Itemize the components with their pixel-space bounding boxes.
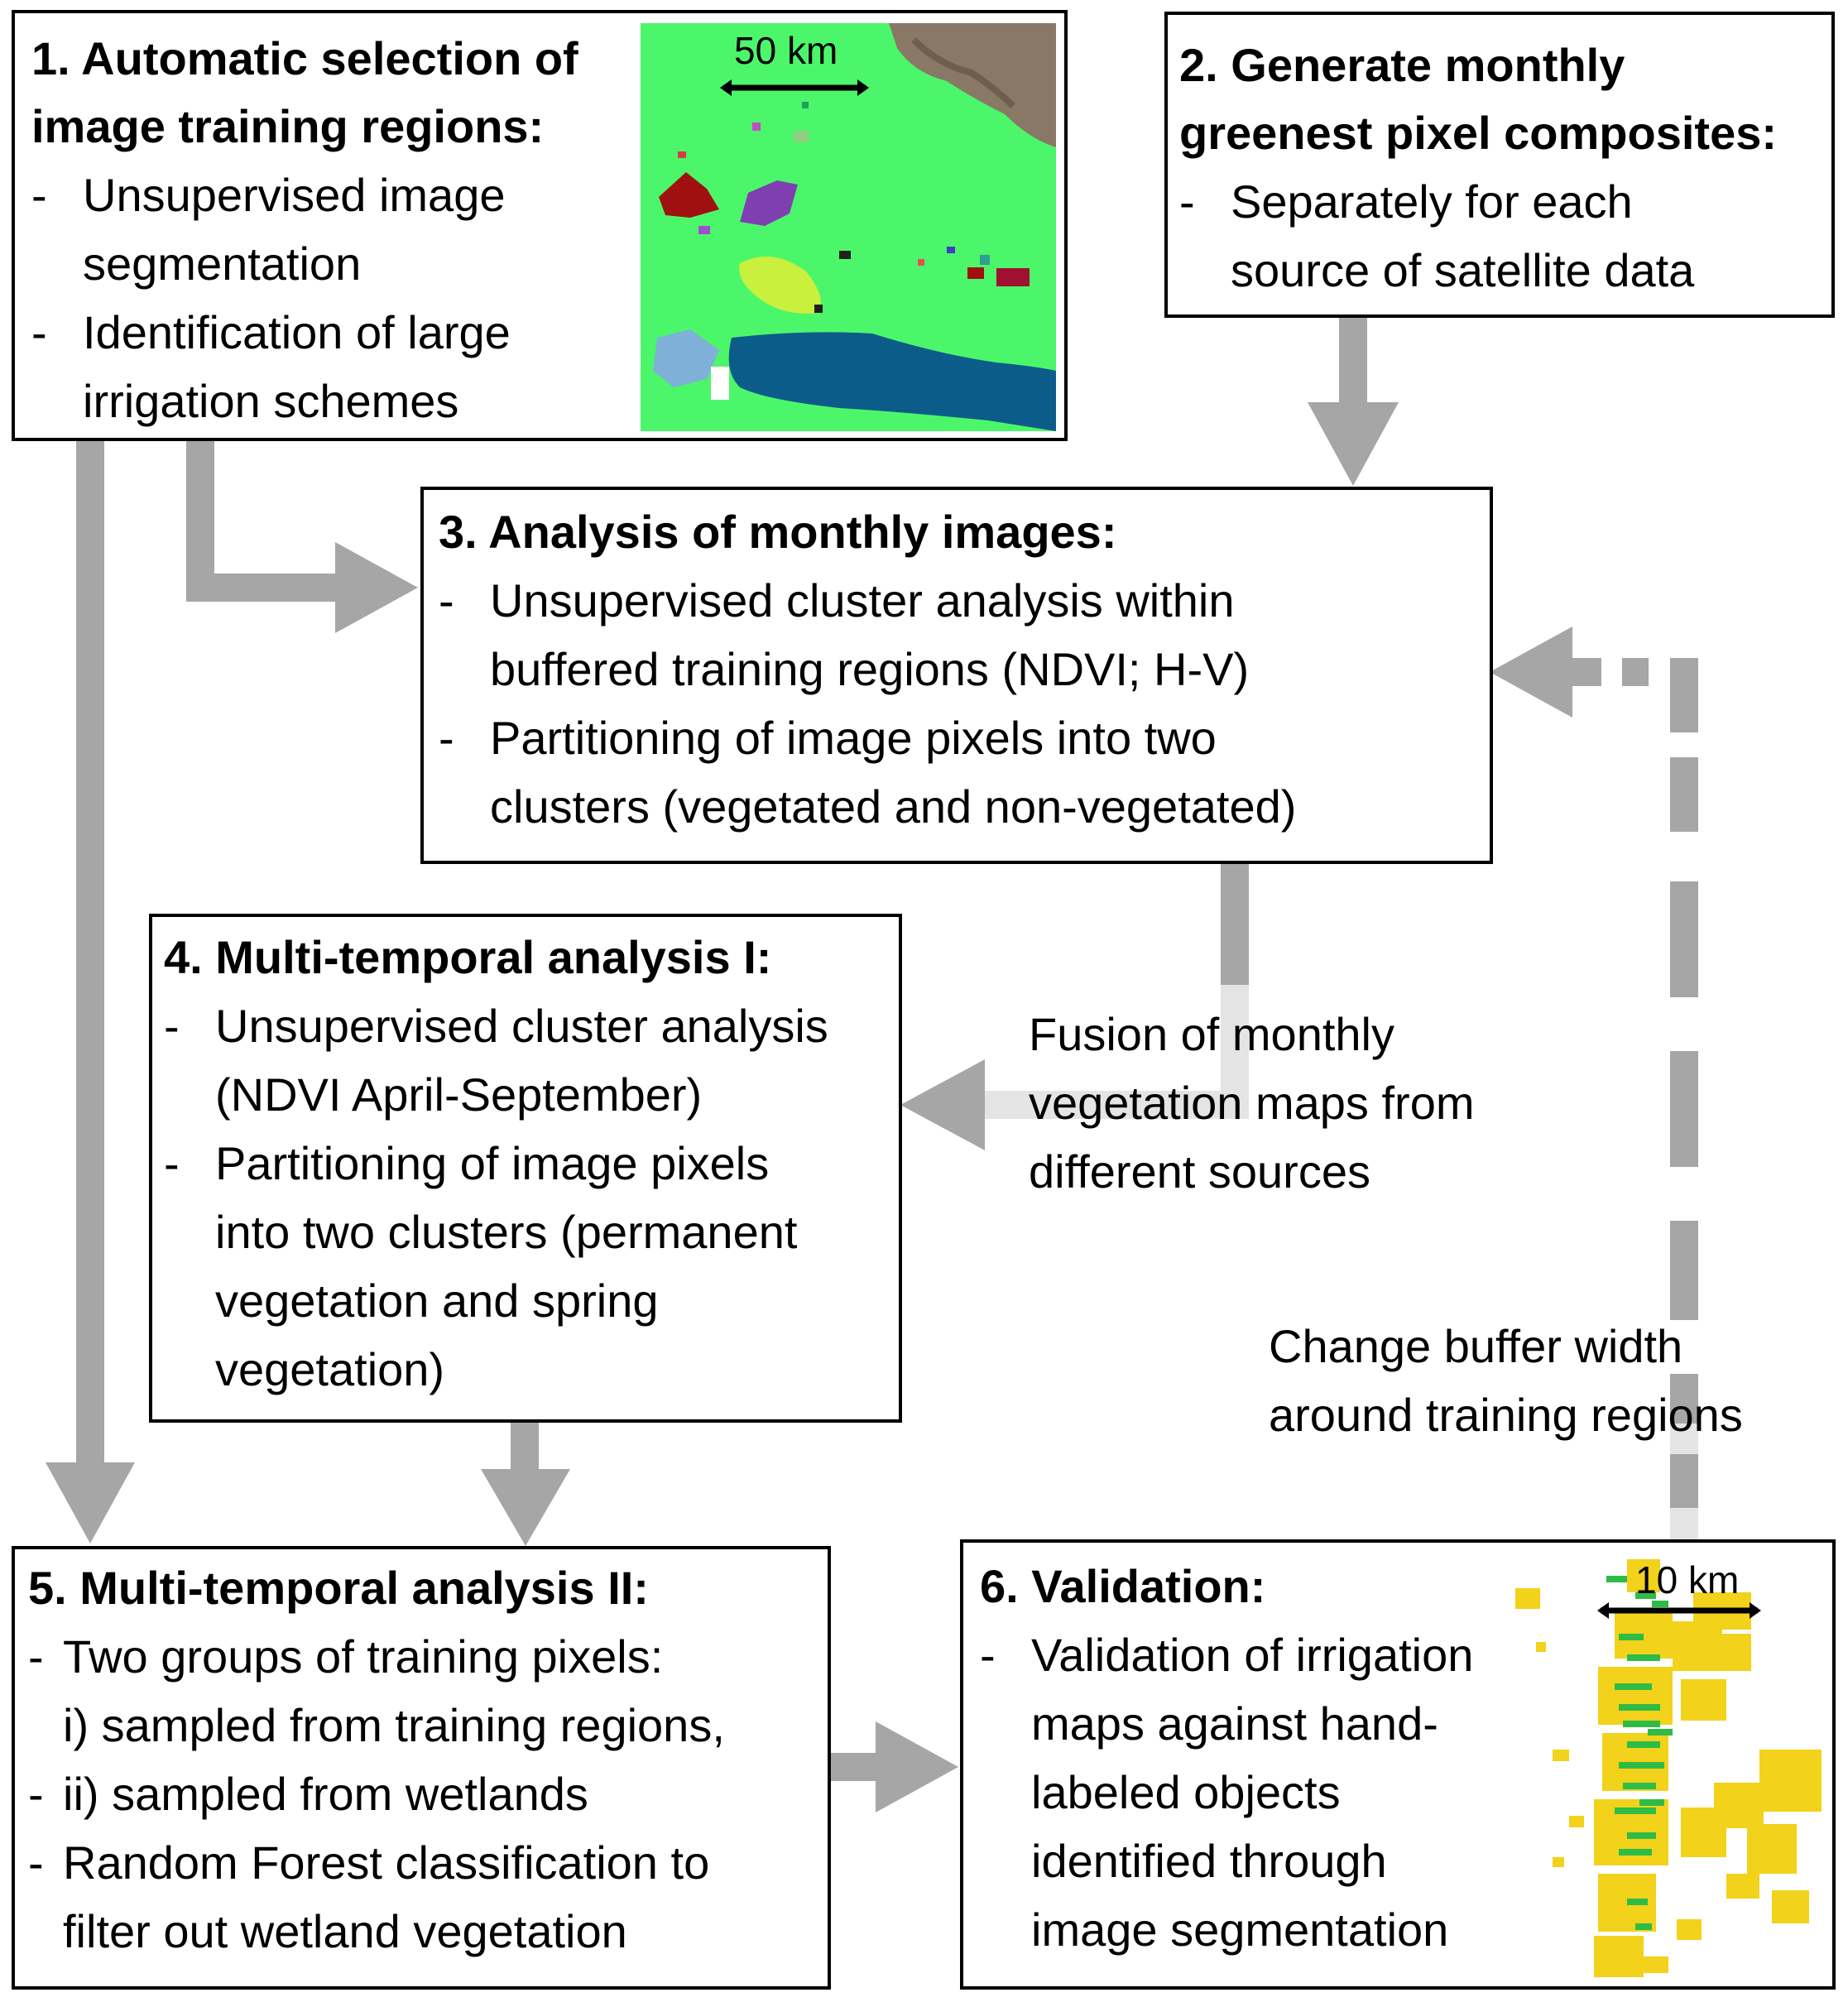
box-multitemporal-2: 5. Multi-temporal analysis II: - Two gro… bbox=[12, 1546, 831, 1990]
box-automatic-selection: 1. Automatic selection of image training… bbox=[12, 10, 1068, 441]
bullet-dash: - bbox=[439, 574, 454, 627]
box4-item-1: - Unsupervised cluster analysis (NDVI Ap… bbox=[164, 991, 828, 1129]
box6-title-line1: 6. Validation: bbox=[980, 1560, 1266, 1612]
fusion-label-line3: different sources bbox=[1029, 1145, 1370, 1198]
box2-title-line2: greenest pixel composites: bbox=[1179, 107, 1778, 159]
box4-title-line1: 4. Multi-temporal analysis I: bbox=[164, 931, 772, 983]
fusion-label-line2: vegetation maps from bbox=[1029, 1077, 1475, 1129]
fusion-label: Fusion of monthly vegetation maps from d… bbox=[1029, 1000, 1474, 1206]
box6-item1-line2: maps against hand- bbox=[1031, 1697, 1438, 1750]
box1-title-line1: 1. Automatic selection of bbox=[31, 32, 578, 84]
box2-title-line1: 2. Generate monthly bbox=[1179, 39, 1625, 91]
buffer-label: Change buffer width around training regi… bbox=[1269, 1312, 1743, 1449]
box6-item1-line5: image segmentation bbox=[1031, 1904, 1449, 1956]
box5-item1-line2: i) sampled from training regions, bbox=[63, 1699, 725, 1751]
arrow-box1-to-box3 bbox=[186, 440, 418, 633]
box4-item1-line1: Unsupervised cluster analysis bbox=[215, 1000, 828, 1052]
box5-item-2: - ii) sampled from wetlands bbox=[28, 1760, 725, 1828]
bullet-dash: - bbox=[28, 1836, 44, 1889]
validation-map-graphic bbox=[1515, 1559, 1822, 1977]
bullet-dash: - bbox=[980, 1629, 996, 1681]
scale-bar-10km bbox=[1597, 1602, 1761, 1619]
validation-map-image: 10 km bbox=[1503, 1543, 1834, 1990]
box1-item2-line1: Identification of large bbox=[83, 306, 511, 358]
arrow-box2-to-box3 bbox=[1308, 317, 1399, 486]
box6-item1-line4: identified through bbox=[1031, 1835, 1387, 1887]
buffer-label-line2: around training regions bbox=[1269, 1389, 1743, 1441]
box4-item2-line2: into two clusters (permanent bbox=[215, 1206, 798, 1258]
box3-item1-line2: buffered training regions (NDVI; H-V) bbox=[490, 643, 1250, 695]
box2-item1-line1: Separately for each bbox=[1231, 175, 1633, 228]
box-analysis-monthly: 3. Analysis of monthly images: - Unsuper… bbox=[420, 487, 1493, 864]
buffer-label-line1: Change buffer width bbox=[1269, 1320, 1683, 1372]
box2-item1-line2: source of satellite data bbox=[1231, 244, 1695, 296]
scale-label-10km: 10 km bbox=[1635, 1558, 1740, 1601]
box1-item-1: - Unsupervised image segmentation bbox=[31, 161, 578, 298]
box-generate-composites: 2. Generate monthly greenest pixel compo… bbox=[1164, 12, 1835, 318]
box-multitemporal-1: 4. Multi-temporal analysis I: - Unsuperv… bbox=[149, 914, 902, 1423]
bullet-dash: - bbox=[164, 1137, 180, 1189]
box3-item-2: - Partitioning of image pixels into two … bbox=[439, 703, 1296, 841]
box5-item3-line1: Random Forest classification to bbox=[63, 1836, 710, 1889]
box3-title-line1: 3. Analysis of monthly images: bbox=[439, 506, 1117, 558]
box5-item-1: - Two groups of training pixels: i) samp… bbox=[28, 1622, 725, 1760]
box3-item2-line2: clusters (vegetated and non-vegetated) bbox=[490, 780, 1297, 833]
box1-item1-line2: segmentation bbox=[83, 238, 362, 290]
bullet-dash: - bbox=[164, 1000, 180, 1052]
bullet-dash: - bbox=[31, 169, 47, 221]
box1-title-line2: image training regions: bbox=[31, 100, 545, 152]
bullet-dash: - bbox=[439, 712, 454, 764]
box2-item-1: - Separately for each source of satellit… bbox=[1179, 167, 1777, 305]
segmentation-map-graphic bbox=[641, 23, 1056, 431]
arrow-box4-to-box5 bbox=[481, 1422, 570, 1546]
arrow-box5-to-box6 bbox=[830, 1721, 958, 1812]
box4-item2-line3: vegetation and spring bbox=[215, 1275, 659, 1327]
box5-item-3: - Random Forest classification to filter… bbox=[28, 1828, 725, 1966]
scale-label-50km: 50 km bbox=[734, 29, 838, 72]
box4-item2-line4: vegetation) bbox=[215, 1343, 445, 1395]
box5-title-line1: 5. Multi-temporal analysis II: bbox=[28, 1562, 649, 1614]
box1-item1-line1: Unsupervised image bbox=[83, 169, 506, 221]
fusion-label-line1: Fusion of monthly bbox=[1029, 1008, 1394, 1060]
box1-item-2: - Identification of large irrigation sch… bbox=[31, 298, 578, 435]
bullet-dash: - bbox=[1179, 175, 1195, 228]
box3-item2-line1: Partitioning of image pixels into two bbox=[490, 712, 1217, 764]
box3-item-1: - Unsupervised cluster analysis within b… bbox=[439, 566, 1296, 703]
arrow-box6-to-box3-dashed bbox=[1490, 627, 1698, 1539]
arrow-box3-to-box4 bbox=[900, 862, 1249, 1150]
box5-item3-line2: filter out wetland vegetation bbox=[63, 1905, 627, 1957]
bullet-dash: - bbox=[28, 1630, 44, 1683]
box5-item2-line1: ii) sampled from wetlands bbox=[63, 1768, 588, 1820]
box6-item1-line1: Validation of irrigation bbox=[1031, 1629, 1474, 1681]
segmentation-map-image: 50 km bbox=[641, 23, 1056, 431]
bullet-dash: - bbox=[31, 306, 47, 358]
box5-item1-line1: Two groups of training pixels: bbox=[63, 1630, 664, 1683]
box4-item-2: - Partitioning of image pixels into two … bbox=[164, 1129, 828, 1404]
box4-item2-line1: Partitioning of image pixels bbox=[215, 1137, 770, 1189]
box3-item1-line1: Unsupervised cluster analysis within bbox=[490, 574, 1235, 627]
box-validation: 10 km 6. Validation: - Validation of irr… bbox=[960, 1539, 1836, 1990]
arrow-box1-to-box5 bbox=[46, 440, 135, 1544]
box6-item-1: - Validation of irrigation maps against … bbox=[980, 1620, 1473, 1964]
box4-item1-line2: (NDVI April-September) bbox=[215, 1068, 703, 1121]
scale-bar-50km bbox=[720, 79, 869, 96]
bullet-dash: - bbox=[28, 1768, 44, 1820]
box6-item1-line3: labeled objects bbox=[1031, 1766, 1341, 1818]
box1-item2-line2: irrigation schemes bbox=[83, 375, 459, 427]
